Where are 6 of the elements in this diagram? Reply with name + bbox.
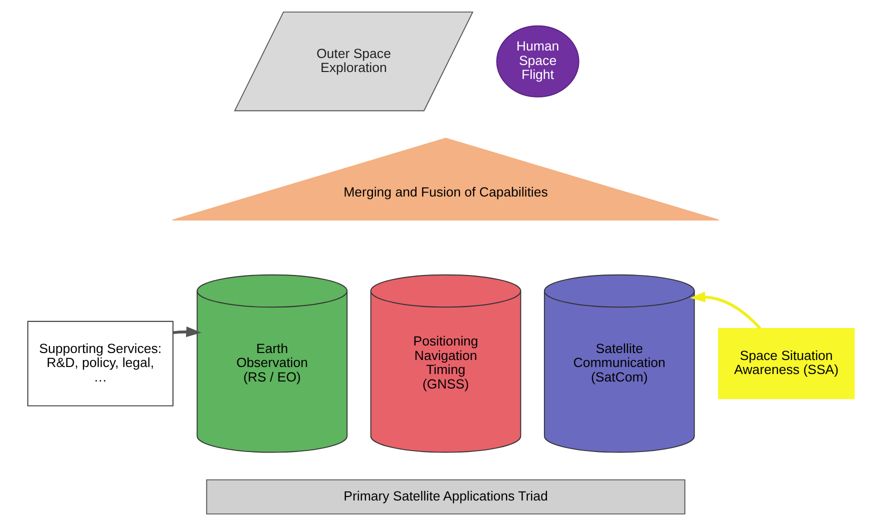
node-box: Primary Satellite Applications Triad [206, 479, 685, 514]
node-ellipse: Human Space Flight [496, 25, 579, 98]
arrow [172, 326, 201, 338]
node-box: Space Situation Awareness (SSA) [718, 328, 854, 400]
arrow [690, 292, 761, 330]
node-box: Supporting Services: R&D, policy, legal, … [26, 320, 173, 406]
